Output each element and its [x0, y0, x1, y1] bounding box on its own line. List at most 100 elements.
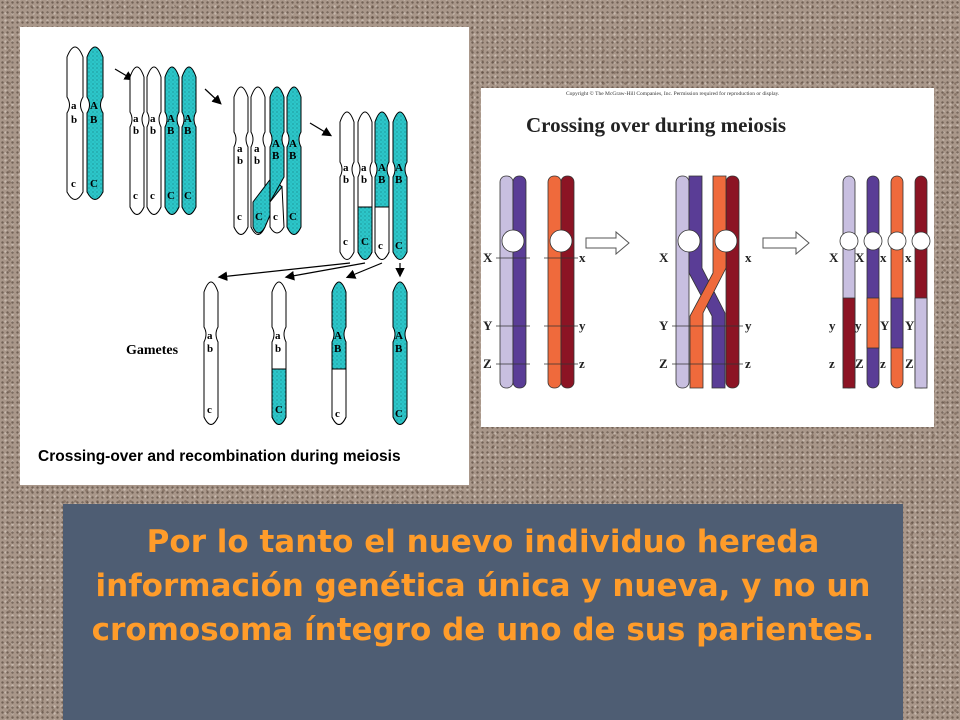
svg-text:c: c [343, 236, 348, 248]
svg-text:Y: Y [483, 318, 493, 333]
summary-text-box: Por lo tanto el nuevo individuo hereda i… [63, 504, 903, 720]
svg-text:B: B [289, 150, 297, 162]
pair-2-labels: X Y Z x y z [659, 250, 752, 371]
svg-text:c: c [378, 240, 383, 252]
svg-text:A: A [167, 113, 175, 125]
crossing-over-diagram-right: Copyright © The McGraw-Hill Companies, I… [481, 88, 934, 427]
left-caption: Crossing-over and recombination during m… [38, 448, 401, 465]
svg-text:C: C [255, 211, 263, 223]
svg-text:Z: Z [855, 356, 864, 371]
copyright-note: Copyright © The McGraw-Hill Companies, I… [566, 90, 780, 97]
svg-text:B: B [167, 125, 175, 137]
svg-text:x: x [880, 250, 887, 265]
stage-4-chromosomes: a b c a b C A B c A B C [339, 111, 408, 260]
svg-text:A: A [395, 330, 403, 342]
svg-text:b: b [71, 114, 77, 126]
svg-text:b: b [254, 155, 260, 167]
svg-text:y: y [855, 318, 862, 333]
svg-text:A: A [90, 100, 98, 112]
svg-text:A: A [334, 330, 342, 342]
crossing-over-diagram-left: a b c A B C a b c a b c A B C A B C a b … [20, 27, 469, 485]
svg-text:C: C [289, 211, 297, 223]
svg-text:b: b [150, 125, 156, 137]
svg-text:A: A [272, 138, 280, 150]
recombinant-labels: X X x x y y Y Y z Z z Z [829, 250, 915, 371]
svg-text:y: y [745, 318, 752, 333]
arrow-2 [204, 88, 222, 105]
svg-text:b: b [133, 125, 139, 137]
svg-text:c: c [150, 190, 155, 202]
svg-text:A: A [395, 162, 403, 174]
svg-text:C: C [395, 240, 403, 252]
pair-1-labels: X Y Z x y z [483, 250, 586, 371]
svg-text:a: a [207, 330, 213, 342]
svg-text:B: B [395, 174, 403, 186]
svg-text:c: c [237, 211, 242, 223]
right-title: Crossing over during meiosis [526, 113, 786, 137]
svg-text:Y: Y [659, 318, 669, 333]
svg-text:x: x [579, 250, 586, 265]
svg-text:C: C [395, 408, 403, 420]
svg-text:A: A [289, 138, 297, 150]
svg-text:X: X [659, 250, 669, 265]
homolog-pair-crossing [672, 175, 743, 389]
svg-text:y: y [829, 318, 836, 333]
svg-text:C: C [275, 404, 283, 416]
svg-text:B: B [272, 150, 280, 162]
svg-text:X: X [483, 250, 493, 265]
svg-text:x: x [905, 250, 912, 265]
svg-text:a: a [150, 113, 156, 125]
svg-text:x: x [745, 250, 752, 265]
svg-text:c: c [207, 404, 212, 416]
svg-text:Z: Z [483, 356, 492, 371]
svg-text:b: b [343, 174, 349, 186]
stage-2-chromosomes: a b c a b c A B C A B C [129, 66, 197, 215]
svg-text:Y: Y [880, 318, 890, 333]
svg-text:A: A [184, 113, 192, 125]
svg-text:C: C [184, 190, 192, 202]
svg-text:Z: Z [659, 356, 668, 371]
svg-text:z: z [579, 356, 585, 371]
svg-text:Y: Y [905, 318, 915, 333]
svg-text:B: B [378, 174, 386, 186]
svg-text:A: A [378, 162, 386, 174]
gamete-arrows [217, 262, 405, 282]
svg-text:C: C [90, 178, 98, 190]
svg-text:z: z [745, 356, 751, 371]
arrow-right-2 [762, 230, 810, 256]
summary-text: Por lo tanto el nuevo individuo hereda i… [91, 524, 875, 648]
recombinant-chromosomes [839, 175, 931, 389]
svg-text:B: B [395, 343, 403, 355]
svg-text:b: b [361, 174, 367, 186]
svg-text:a: a [71, 100, 77, 112]
svg-text:a: a [275, 330, 281, 342]
svg-text:c: c [273, 211, 278, 223]
svg-text:a: a [133, 113, 139, 125]
arrow-1 [114, 68, 135, 81]
svg-text:B: B [184, 125, 192, 137]
svg-text:b: b [275, 343, 281, 355]
svg-text:z: z [880, 356, 886, 371]
svg-text:B: B [334, 343, 342, 355]
left-diagram-svg: a b c A B C a b c a b c A B C A B C a b … [38, 46, 408, 465]
svg-text:z: z [829, 356, 835, 371]
svg-text:y: y [579, 318, 586, 333]
svg-text:X: X [829, 250, 839, 265]
gametes-label: Gametes [126, 343, 179, 358]
svg-text:Z: Z [905, 356, 914, 371]
arrow-right-1 [585, 230, 630, 256]
svg-text:b: b [207, 343, 213, 355]
svg-text:c: c [133, 190, 138, 202]
svg-text:a: a [237, 143, 243, 155]
svg-text:a: a [343, 162, 349, 174]
svg-text:X: X [855, 250, 865, 265]
arrow-3 [309, 122, 333, 137]
svg-text:C: C [167, 190, 175, 202]
svg-text:B: B [90, 114, 98, 126]
svg-text:c: c [71, 178, 76, 190]
svg-text:a: a [361, 162, 367, 174]
homolog-pair-1 [496, 175, 578, 389]
gamete-chromosomes: a b c a b C A B c A B C [203, 281, 408, 425]
svg-text:c: c [335, 408, 340, 420]
right-diagram-svg: Copyright © The McGraw-Hill Companies, I… [483, 90, 931, 389]
